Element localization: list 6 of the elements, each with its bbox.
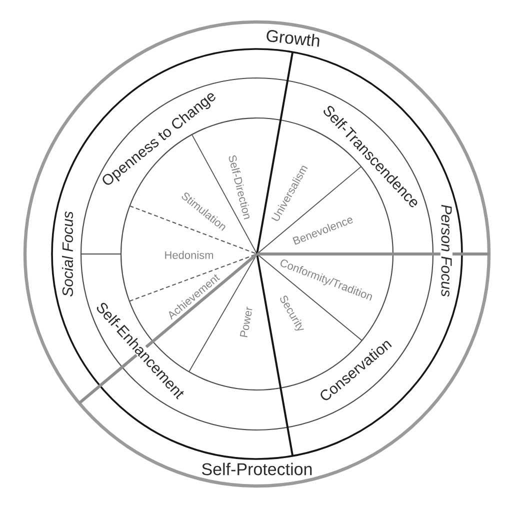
value-label: Hedonism	[165, 250, 214, 259]
category-label: Social Focus	[62, 211, 73, 296]
value-label: Power	[240, 306, 252, 338]
category-label: Growth	[266, 30, 320, 47]
category-label: Person Focus	[440, 204, 452, 298]
category-label: Self-Protection	[202, 462, 312, 476]
